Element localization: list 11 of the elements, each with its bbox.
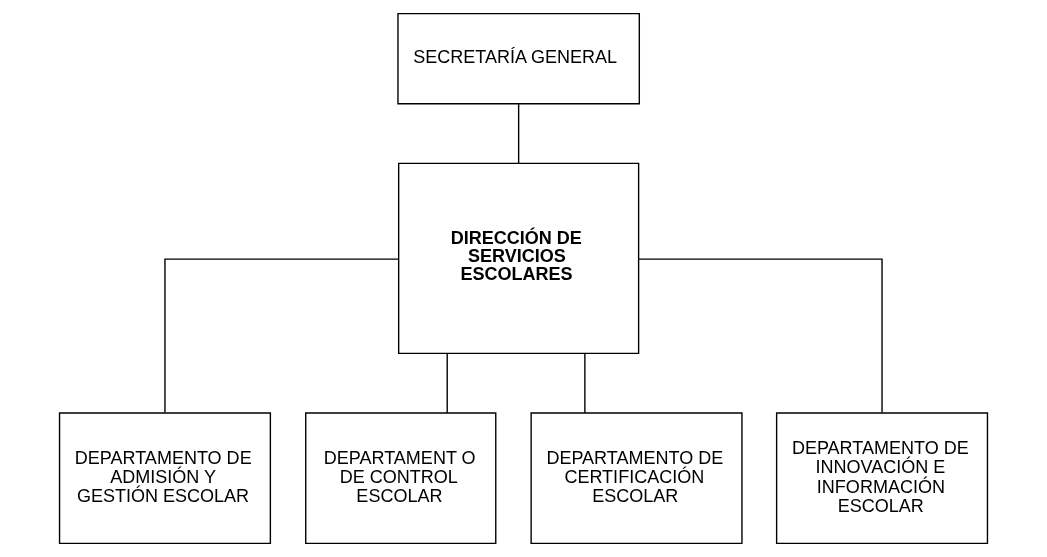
node-box: DEPARTAMENT O DE CONTROL ESCOLAR	[305, 412, 497, 545]
node-box: DEPARTAMENTO DE INNOVACIÓN E INFORMACIÓN ESCOLAR	[775, 412, 989, 545]
connector	[446, 352, 448, 414]
node-box: SECRETARÍA GENERAL	[397, 12, 640, 105]
node-box: DEPARTAMENTO DE CERTIFICACIÓN ESCOLAR	[530, 412, 743, 545]
connector	[517, 103, 520, 164]
node-box: DIRECCIÓN DE SERVICIOS ESCOLARES	[397, 162, 640, 355]
node-box: DEPARTAMENTO DE ADMISIÓN Y GESTIÓN ESCOLAR	[58, 412, 272, 545]
connector	[584, 352, 586, 414]
connector	[164, 258, 400, 414]
connector	[637, 258, 883, 414]
